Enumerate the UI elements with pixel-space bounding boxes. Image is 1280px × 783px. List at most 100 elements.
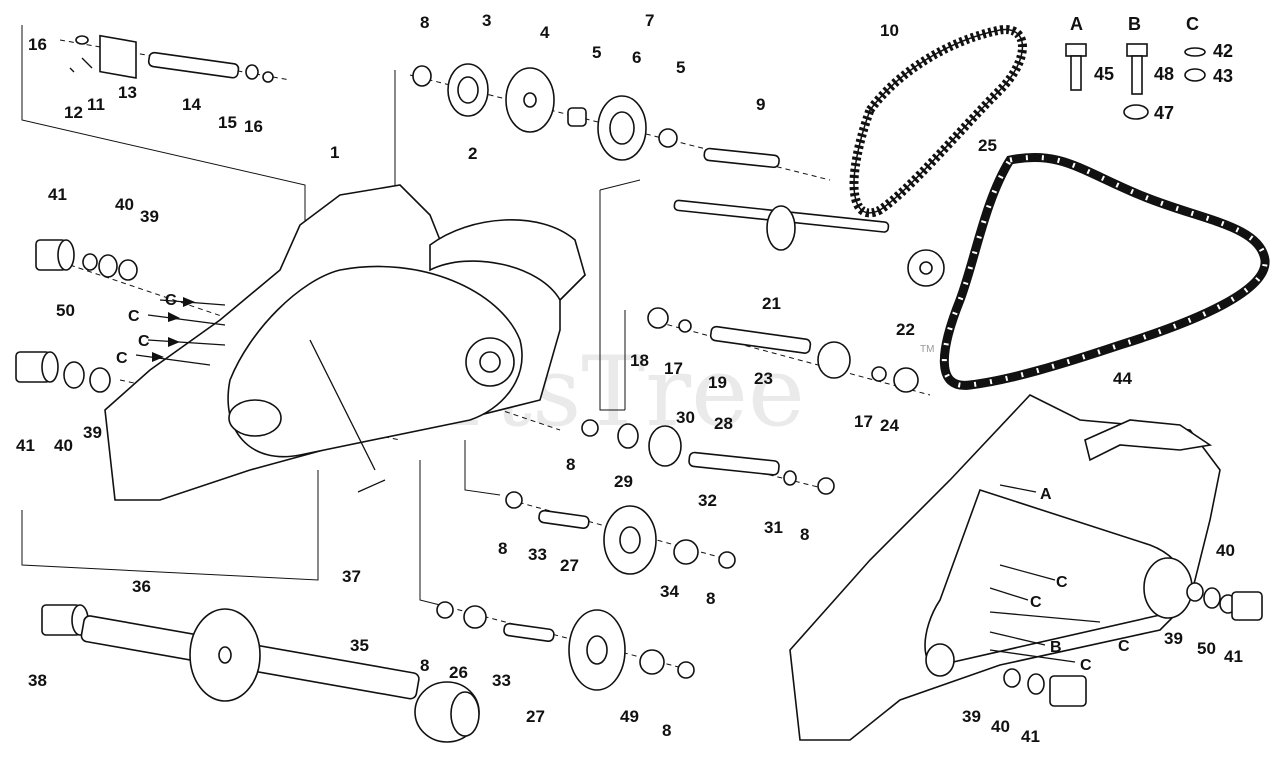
part-number-label: 5 xyxy=(676,58,685,77)
part-number-label: 41 xyxy=(16,436,35,455)
part-number-label: 17 xyxy=(664,359,683,378)
right-housing xyxy=(789,394,1221,741)
part-number-label: 15 xyxy=(218,113,237,132)
arrow-reference-label: B xyxy=(1050,639,1062,656)
part-number-label: 38 xyxy=(28,671,47,690)
legend-item-label: 47 xyxy=(1154,103,1174,123)
arrow-reference-label: C xyxy=(1080,657,1092,674)
part-number-label: 39 xyxy=(140,207,159,226)
part-number-label: 22 xyxy=(896,320,915,339)
lower-gear-group-1 xyxy=(505,491,736,575)
part-number-label: 50 xyxy=(1197,639,1216,658)
part-number-label: 44 xyxy=(1113,369,1132,388)
part-number-label: 8 xyxy=(800,525,809,544)
legend-labels: A B C 45 48 42 43 47 xyxy=(1070,14,1233,123)
lower-gear-group-2 xyxy=(436,601,695,691)
part-number-label: 37 xyxy=(342,567,361,586)
part-number-label: 8 xyxy=(420,656,429,675)
legend-item-label: 48 xyxy=(1154,64,1174,84)
part-number-label: 39 xyxy=(962,707,981,726)
part-number-label: 34 xyxy=(660,582,679,601)
legend-item-label: 43 xyxy=(1213,66,1233,86)
part-number-label: 8 xyxy=(662,721,671,740)
part-number-label: 13 xyxy=(118,83,137,102)
left-housing xyxy=(104,184,587,501)
arrow-reference-label: C xyxy=(1118,638,1130,655)
hardware-legend xyxy=(1065,43,1206,120)
direction-arrows xyxy=(135,297,1101,663)
legend-header: B xyxy=(1128,14,1141,34)
arrow-reference-label: C xyxy=(116,350,128,367)
part-number-label: 28 xyxy=(714,414,733,433)
part-number-label: 4 xyxy=(540,23,550,42)
part-number-label: 24 xyxy=(880,416,899,435)
part-number-label: 14 xyxy=(182,95,201,114)
part-number-label: 6 xyxy=(632,48,641,67)
part-number-label: 8 xyxy=(420,13,429,32)
trademark-mark: TM xyxy=(920,344,934,355)
part-number-label: 8 xyxy=(498,539,507,558)
part-number-label: 25 xyxy=(978,136,997,155)
part-number-label: 16 xyxy=(244,117,263,136)
part-number-label: 16 xyxy=(28,35,47,54)
part-number-label: 29 xyxy=(614,472,633,491)
part-number-label: 27 xyxy=(526,707,545,726)
legend-header: A xyxy=(1070,14,1083,34)
arrow-reference-label: A xyxy=(1040,486,1052,503)
part-number-label: 41 xyxy=(1224,647,1243,666)
part-number-label: 8 xyxy=(706,589,715,608)
arrow-reference-label: C xyxy=(1030,594,1042,611)
part-number-label: 35 xyxy=(350,636,369,655)
part-number-label: 19 xyxy=(708,373,727,392)
part-number-label: 40 xyxy=(115,195,134,214)
left-bearings xyxy=(15,239,138,393)
legend-item-label: 45 xyxy=(1094,64,1114,84)
part-number-label: 33 xyxy=(492,671,511,690)
middle-gear-group xyxy=(581,419,835,495)
part-number-label: 27 xyxy=(560,556,579,575)
part-number-label: 31 xyxy=(764,518,783,537)
part-number-label: 3 xyxy=(482,11,491,30)
part-number-label: 39 xyxy=(83,423,102,442)
part-number-label: 40 xyxy=(991,717,1010,736)
legend-item-label: 42 xyxy=(1213,41,1233,61)
arrow-reference-label: C xyxy=(138,333,150,350)
top-gear-train xyxy=(412,63,780,169)
part-number-label: 32 xyxy=(698,491,717,510)
part-number-label: 23 xyxy=(754,369,773,388)
part-number-label: 40 xyxy=(1216,541,1235,560)
part-number-label: 17 xyxy=(854,412,873,431)
part-number-label: 12 xyxy=(64,103,83,122)
part-number-label: 41 xyxy=(48,185,67,204)
part-number-label: 33 xyxy=(528,545,547,564)
countershaft xyxy=(673,199,945,287)
part-number-label: 41 xyxy=(1021,727,1040,746)
arrow-reference-label: C xyxy=(128,308,140,325)
part-number-label: 10 xyxy=(880,21,899,40)
tine-axle-assembly xyxy=(41,339,480,743)
part-number-label: 39 xyxy=(1164,629,1183,648)
right-bearings xyxy=(1003,582,1263,707)
drive-chain xyxy=(849,25,1027,218)
part-number-label: 40 xyxy=(54,436,73,455)
gasket xyxy=(939,152,1270,390)
part-number-label: 7 xyxy=(645,11,654,30)
part-number-label: 1 xyxy=(330,143,339,162)
part-number-label: 11 xyxy=(87,95,105,114)
part-number-label: 18 xyxy=(630,351,649,370)
part-number-label: 2 xyxy=(468,144,477,163)
part-number-label: 26 xyxy=(449,663,468,682)
part-number-label: 49 xyxy=(620,707,639,726)
arrow-reference-label: C xyxy=(165,292,177,309)
part-number-label: 8 xyxy=(566,455,575,474)
part-number-label: 21 xyxy=(762,294,781,313)
input-shaft-group xyxy=(647,307,919,393)
part-number-label: 9 xyxy=(756,95,765,114)
shift-shaft-assembly xyxy=(69,34,274,83)
legend-header: C xyxy=(1186,14,1199,34)
part-number-label: 36 xyxy=(132,577,151,596)
part-number-label: 30 xyxy=(676,408,695,427)
